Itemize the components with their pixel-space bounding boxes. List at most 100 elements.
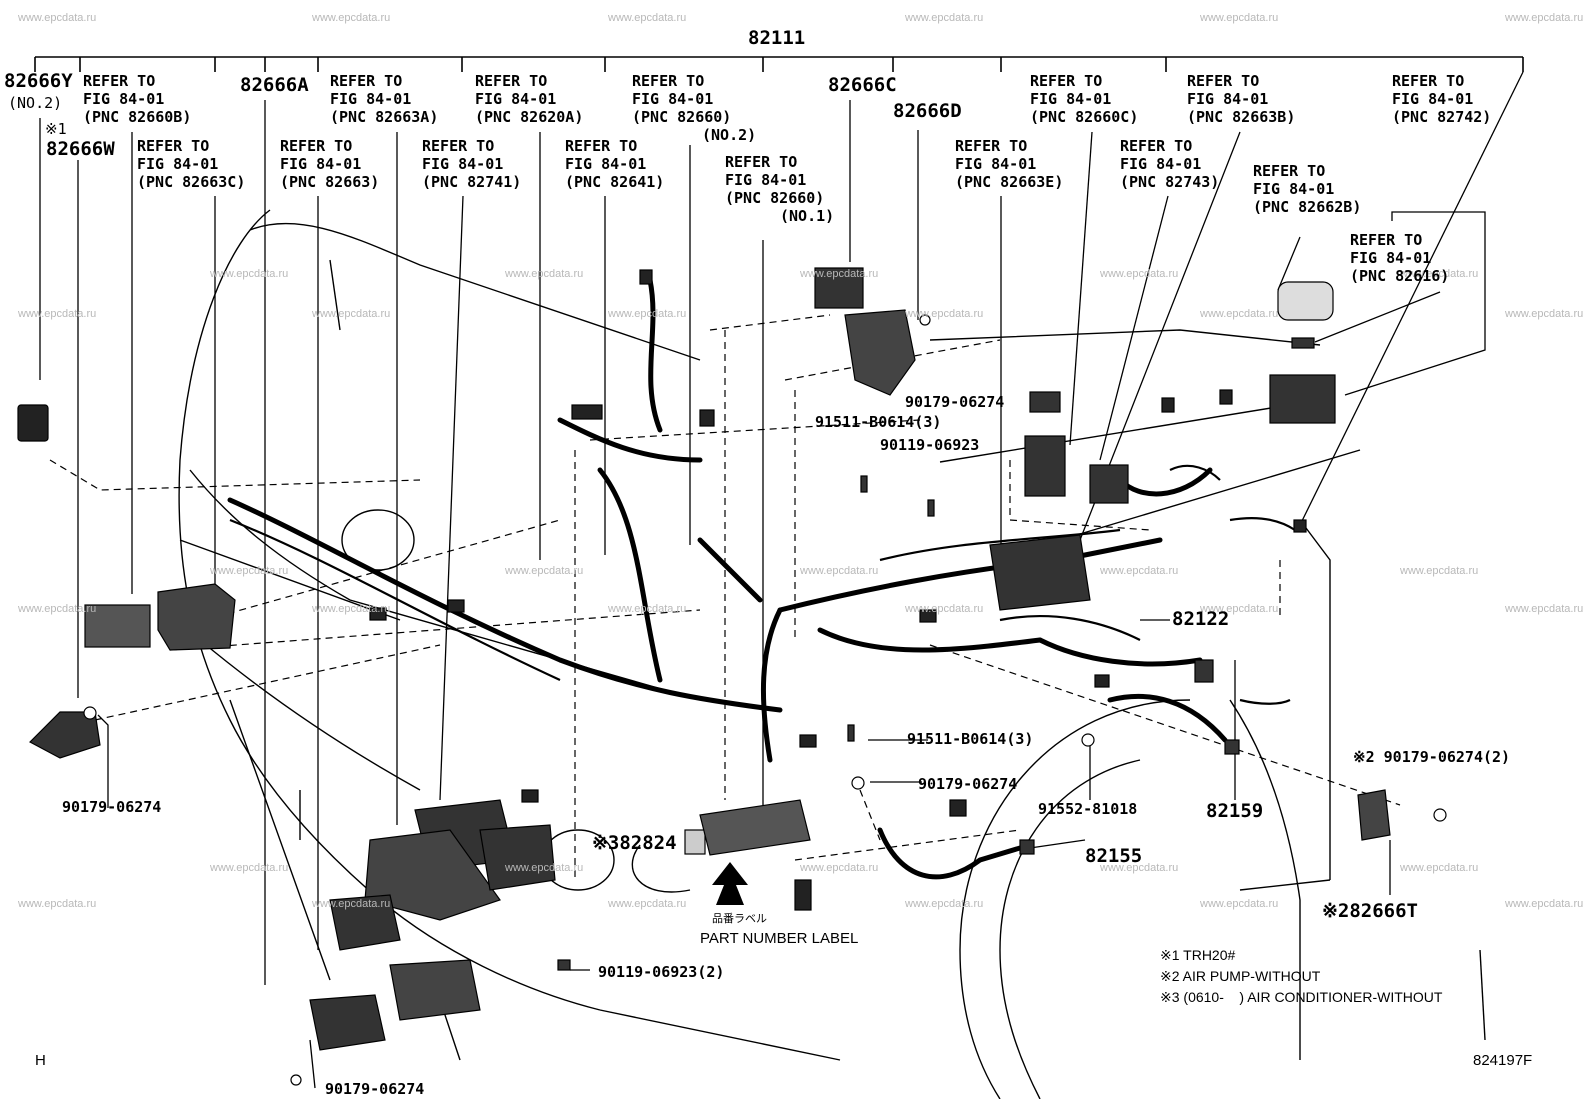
note-3: ※3 (0610- ) AIR CONDITIONER-WITHOUT [1160,989,1443,1005]
bracket-82663C [157,583,236,651]
connector-misc-11 [1094,674,1110,688]
clip-90179-b [851,776,865,790]
connector-misc-12 [1293,519,1307,533]
part-82824: ※382824 [592,832,677,854]
connector-misc-1 [639,269,653,285]
watermark: www.epcdata.ru [210,268,289,280]
connector-82616 [1291,337,1315,349]
screw-91552 [1081,733,1095,747]
note-2: ※2 AIR PUMP-WITHOUT [1160,968,1321,984]
watermark: www.epcdata.ru [1200,898,1279,910]
watermark: www.epcdata.ru [312,603,391,615]
connector-82663 [329,894,401,951]
corner-left-code: H [35,1052,46,1069]
clip-90179-a [919,314,931,326]
part-82666D: 82666D [893,100,962,122]
bracket-drops [34,57,1524,72]
watermark: www.epcdata.ru [608,308,687,320]
watermark: www.epcdata.ru [312,898,391,910]
watermark: www.epcdata.ru [505,862,584,874]
connector-misc-14 [949,799,967,817]
part-82666A: 82666A [240,74,309,96]
watermark: www.epcdata.ru [608,12,687,24]
bolt-90119-b [557,959,571,971]
part-90179-06274-d: 90179-06274 [62,798,162,816]
part-91511-B0614-a: 91511-B0614(3) [815,413,942,431]
part-82122: 82122 [1172,608,1230,630]
bracket-82666D [844,309,916,396]
connector-misc-9 [1161,397,1175,413]
watermark: www.epcdata.ru [1400,268,1479,280]
connector-82824 [684,829,706,855]
label-jp: 品番ラベル [712,912,767,925]
part-82666Y: 82666Y [4,70,73,92]
relay-82663E [1024,435,1066,497]
part-90119-06923-a: 90119-06923 [880,436,980,454]
part-90179-06274-b: 90179-06274 [918,775,1018,793]
watermark: www.epcdata.ru [18,308,97,320]
connector-misc-2 [571,404,603,420]
clip-90179-c [1433,808,1447,822]
watermark: www.epcdata.ru [1505,898,1584,910]
watermark: www.epcdata.ru [1200,308,1279,320]
bolt-91511-b [847,724,855,742]
connector-82666A [309,994,386,1051]
watermark: www.epcdata.ru [800,862,879,874]
watermark: www.epcdata.ru [1505,308,1584,320]
connector-82666C [814,267,864,309]
grommet-82122 [1194,659,1214,683]
watermark: www.epcdata.ru [505,565,584,577]
part-82159: 82159 [1206,800,1264,822]
connector-misc-7 [521,789,539,803]
watermark: www.epcdata.ru [1100,268,1179,280]
junction-82742 [1269,374,1336,424]
part-90119-06923-b: 90119-06923(2) [598,963,725,981]
watermark: www.epcdata.ru [800,565,879,577]
watermark: www.epcdata.ru [210,565,289,577]
note-1: ※1 TRH20# [1160,947,1236,963]
wiring-harness [227,277,1228,880]
bolt-90119-a [927,499,935,517]
part-82111: 82111 [748,27,806,49]
clip-90179-e [290,1074,302,1086]
relay-block-82663A [364,829,501,921]
components [17,267,1447,1086]
watermark: www.epcdata.ru [312,308,391,320]
watermark: www.epcdata.ru [18,603,97,615]
part-82666W-note: ※1 [45,120,67,138]
part-82155: 82155 [1085,845,1143,867]
watermark: www.epcdata.ru [1200,603,1279,615]
watermark: www.epcdata.ru [1400,565,1479,577]
part-90179-06274-a: 90179-06274 [905,393,1005,411]
watermark: www.epcdata.ru [210,862,289,874]
part-91511-B0614-b: 91511-B0614(3) [907,730,1034,748]
bolt-91511-a [860,475,868,493]
part-label-arrow [712,862,748,905]
connector-misc-4 [447,599,465,613]
part-82666Y-qualifier: (NO.2) [8,94,63,112]
bracket-lower [389,959,481,1021]
diagram-number: 824197F [1473,1052,1533,1069]
part-82666C: 82666C [828,74,897,96]
watermark: www.epcdata.ru [18,12,97,24]
connector-82666W [29,711,101,759]
connector-82666Y [17,404,49,442]
connector-82159 [1224,739,1240,755]
leader-lines [39,71,1524,1089]
watermark: www.epcdata.ru [1100,862,1179,874]
watermark: www.epcdata.ru [905,12,984,24]
